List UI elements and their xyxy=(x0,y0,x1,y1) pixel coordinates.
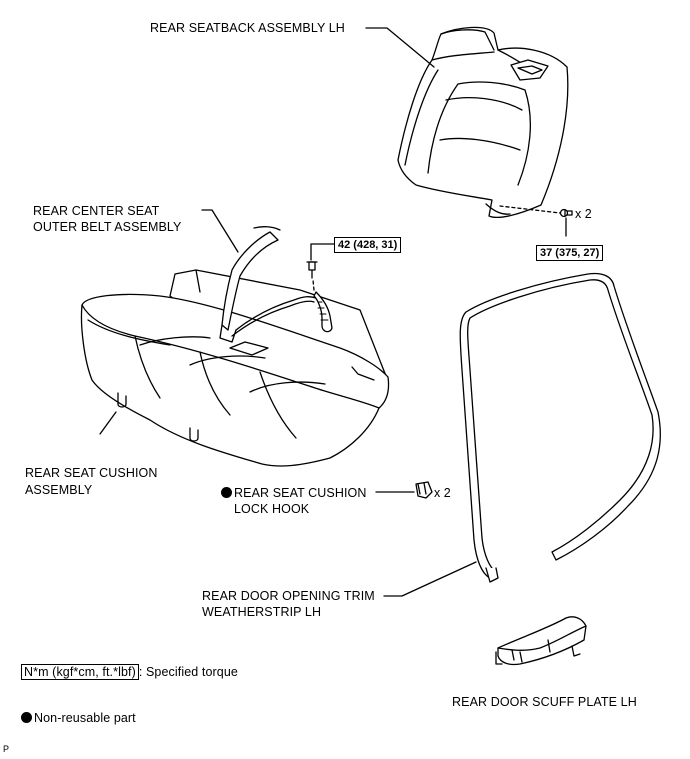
leader-weatherstrip xyxy=(383,561,477,597)
torque-belt-bolt: 42 (428, 31) xyxy=(334,237,402,253)
legend-torque-desc: : Specified torque xyxy=(138,665,238,679)
legend-non-reusable-text: Non-reusable part xyxy=(34,711,136,725)
label-lock-hook-text1: REAR SEAT CUSHION xyxy=(234,486,367,500)
label-rear-seat-cushion-assembly-line1: REAR SEAT CUSHION xyxy=(25,466,158,480)
legend-torque: N*m (kgf*cm, ft.*lbf): Specified torque xyxy=(21,664,238,680)
leader-center-belt xyxy=(201,209,239,253)
label-rear-seat-cushion-assembly-line2: ASSEMBLY xyxy=(25,483,93,497)
leader-seatback xyxy=(365,27,435,68)
rear-door-opening-trim-weatherstrip-lh xyxy=(459,272,661,583)
qty-lock-hook: x 2 xyxy=(434,486,451,500)
legend-non-reusable: Non-reusable part xyxy=(21,710,136,726)
seatback-bolt-dash xyxy=(499,205,561,214)
rear-seat-cushion-lock-hook xyxy=(415,481,433,499)
legend-dot-icon xyxy=(21,712,32,723)
leader-cushion xyxy=(99,411,117,435)
legend-torque-units: N*m (kgf*cm, ft.*lbf) xyxy=(21,664,139,680)
label-lock-hook-line1: REAR SEAT CUSHION xyxy=(221,485,367,501)
seatback-bolt xyxy=(559,208,573,218)
non-reusable-dot-icon xyxy=(221,487,232,498)
rear-seatback-assembly-lh xyxy=(397,26,569,219)
leader-belt-torque xyxy=(310,243,335,261)
label-rear-door-scuff-plate-lh: REAR DOOR SCUFF PLATE LH xyxy=(452,695,637,709)
rear-seat-cushion-assembly xyxy=(80,269,390,467)
label-rear-center-seat-outer-belt-line2: OUTER BELT ASSEMBLY xyxy=(33,220,182,234)
label-rear-center-seat-outer-belt-line1: REAR CENTER SEAT xyxy=(33,204,160,218)
torque-seatback-bolt: 37 (375, 27) xyxy=(536,245,604,261)
qty-seatback-bolt: x 2 xyxy=(575,207,592,221)
label-rear-seatback-assembly-lh: REAR SEATBACK ASSEMBLY LH xyxy=(150,21,345,35)
label-weatherstrip-line1: REAR DOOR OPENING TRIM xyxy=(202,589,375,603)
rear-door-scuff-plate-lh xyxy=(495,616,587,666)
label-lock-hook-line2: LOCK HOOK xyxy=(234,502,310,516)
label-weatherstrip-line2: WEATHERSTRIP LH xyxy=(202,605,322,619)
corner-mark: P xyxy=(3,744,10,754)
rear-center-seat-outer-belt xyxy=(219,226,333,343)
